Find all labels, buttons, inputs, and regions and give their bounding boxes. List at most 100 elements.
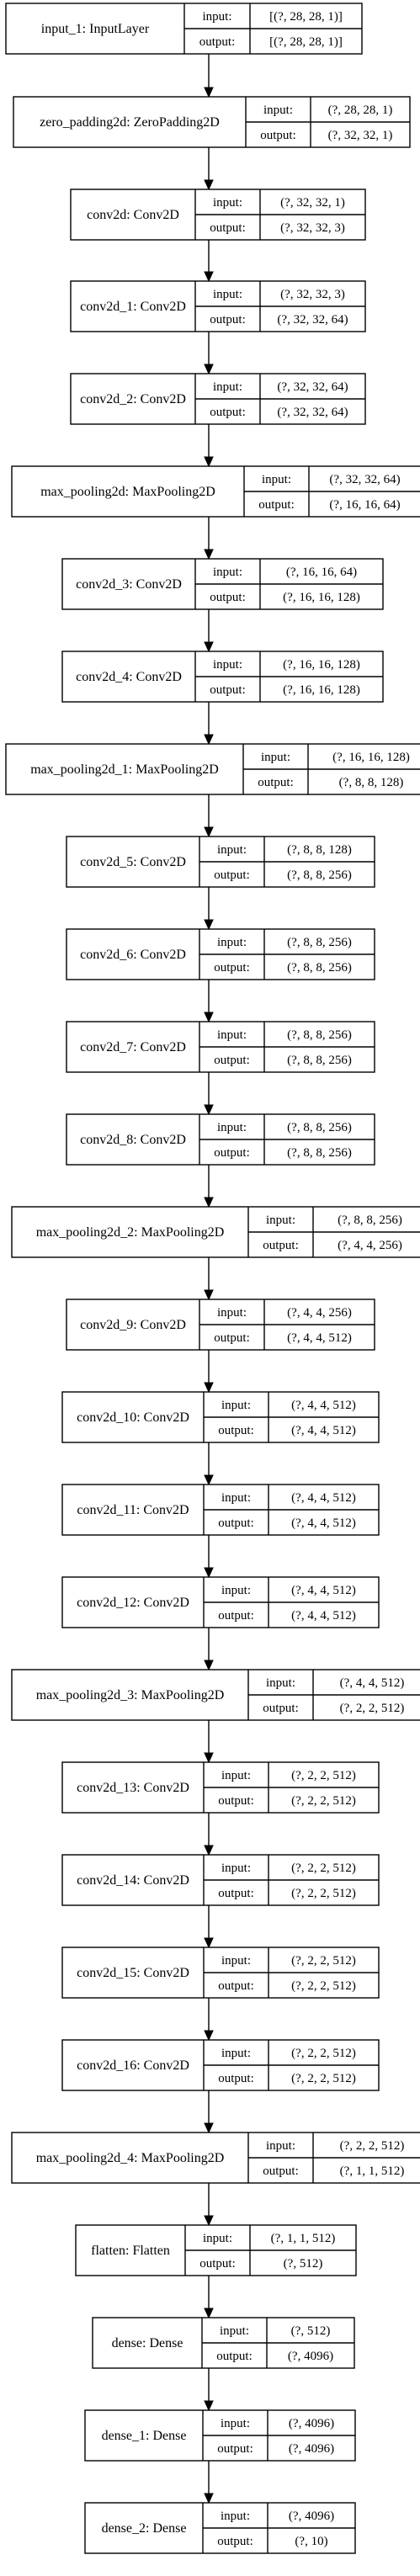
input-shape: (?, 2, 2, 512): [340, 2139, 405, 2153]
layer-name: dense_1: Dense: [102, 2429, 187, 2443]
layer-name: conv2d: Conv2D: [87, 208, 179, 222]
input-shape: (?, 32, 32, 64): [329, 473, 400, 486]
input-label: input:: [221, 2510, 250, 2523]
edge-arrow: [204, 2276, 214, 2319]
edge-arrow: [204, 980, 214, 1023]
edge-arrow: [204, 1813, 214, 1856]
layer-name: dense: Dense: [112, 2336, 183, 2350]
output-label: output:: [214, 1331, 250, 1345]
input-label: input:: [217, 1306, 247, 1320]
edge-arrow: [204, 2090, 214, 2134]
edge-arrow: [204, 2461, 214, 2504]
layer-name: conv2d_13: Conv2D: [77, 1781, 189, 1795]
edge-arrow: [204, 332, 214, 375]
input-shape: (?, 32, 32, 3): [280, 288, 345, 301]
input-label: input:: [202, 10, 231, 24]
input-shape: (?, 28, 28, 1): [328, 104, 393, 117]
input-label: input:: [261, 751, 290, 764]
output-label: output:: [218, 1979, 254, 1993]
input-label: input:: [263, 104, 293, 117]
edge-arrow: [204, 702, 214, 746]
edge-arrow: [204, 1535, 214, 1579]
edge-arrow: [204, 424, 214, 468]
input-label: input:: [213, 380, 242, 394]
layer-name: zero_padding2d: ZeroPadding2D: [40, 115, 220, 130]
arrowhead-icon: [204, 826, 214, 838]
arrowhead-icon: [204, 1197, 214, 1208]
edge-arrow: [204, 147, 214, 191]
arrowhead-icon: [204, 2122, 214, 2134]
layer-name: conv2d_10: Conv2D: [77, 1410, 189, 1425]
input-shape: (?, 16, 16, 128): [283, 658, 360, 672]
input-shape: (?, 8, 8, 256): [287, 1028, 352, 1042]
arrowhead-icon: [204, 1104, 214, 1116]
arrowhead-icon: [204, 641, 214, 653]
arrowhead-icon: [204, 179, 214, 191]
output-shape: [(?, 28, 28, 1)]: [269, 35, 343, 49]
arrowhead-icon: [204, 2308, 214, 2319]
input-shape: (?, 1, 1, 512): [271, 2232, 336, 2245]
output-label: output:: [214, 868, 250, 882]
layer-name: flatten: Flatten: [91, 2244, 170, 2258]
layer-name: conv2d_6: Conv2D: [80, 948, 186, 962]
input-shape: (?, 8, 8, 256): [287, 1121, 352, 1134]
output-label: output:: [210, 313, 246, 327]
input-shape: (?, 2, 2, 512): [291, 1954, 356, 1968]
input-shape: (?, 4, 4, 512): [340, 1676, 405, 1690]
edges: [204, 54, 214, 2504]
layer-name: max_pooling2d_4: MaxPooling2D: [36, 2151, 225, 2165]
edge-arrow: [204, 794, 214, 838]
input-label: input:: [203, 2232, 232, 2245]
input-label: input:: [221, 1954, 251, 1968]
layer-name: conv2d_15: Conv2D: [77, 1966, 189, 1980]
output-label: output:: [263, 1702, 299, 1715]
output-shape: (?, 16, 16, 128): [283, 591, 360, 604]
layer-name: max_pooling2d_2: MaxPooling2D: [36, 1225, 225, 1240]
edge-arrow: [204, 1350, 214, 1394]
output-label: output:: [216, 2350, 253, 2363]
input-shape: (?, 4096): [289, 2417, 334, 2430]
edge-arrow: [204, 609, 214, 653]
layer-name: conv2d_16: Conv2D: [77, 2058, 189, 2073]
arrowhead-icon: [204, 1660, 214, 1671]
arrowhead-icon: [204, 2400, 214, 2412]
input-label: input:: [221, 1399, 251, 1412]
output-label: output:: [217, 2535, 253, 2548]
output-label: output:: [218, 2072, 254, 2085]
input-shape: (?, 16, 16, 128): [332, 751, 410, 764]
arrowhead-icon: [204, 87, 214, 98]
input-shape: (?, 2, 2, 512): [291, 2047, 356, 2060]
output-shape: (?, 4, 4, 512): [291, 1609, 356, 1623]
input-shape: (?, 2, 2, 512): [291, 1769, 356, 1782]
output-shape: (?, 4, 4, 256): [338, 1239, 402, 1252]
input-label: input:: [221, 1584, 251, 1597]
input-label: input:: [217, 1028, 247, 1042]
output-label: output:: [217, 2442, 253, 2456]
output-label: output:: [218, 1887, 254, 1900]
output-label: output:: [218, 1794, 254, 1808]
layer-name: conv2d_2: Conv2D: [80, 392, 186, 406]
output-shape: (?, 2, 2, 512): [291, 1794, 356, 1808]
edge-arrow: [204, 517, 214, 560]
output-shape: (?, 4, 4, 512): [291, 1516, 356, 1530]
layer-name: conv2d_12: Conv2D: [77, 1596, 189, 1610]
input-shape: (?, 4096): [289, 2510, 334, 2523]
output-label: output:: [260, 129, 296, 142]
input-shape: (?, 4, 4, 512): [291, 1491, 356, 1505]
output-shape: (?, 8, 8, 256): [287, 868, 352, 882]
input-label: input:: [266, 1214, 295, 1227]
input-shape: (?, 4, 4, 512): [291, 1399, 356, 1412]
layer-name: conv2d_9: Conv2D: [80, 1318, 186, 1332]
